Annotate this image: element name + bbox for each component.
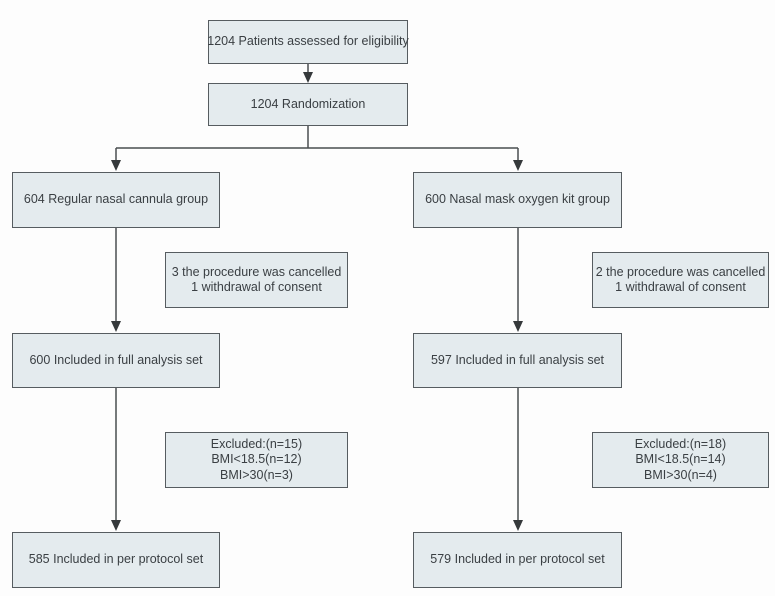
node-right-excluded-line-3: BMI>30(n=4) (644, 467, 717, 482)
node-nasal-mask-oxygen-kit-group: 600 Nasal mask oxygen kit group (413, 172, 622, 228)
node-right-excluded-line-1: Excluded:(n=18) (634, 436, 727, 451)
node-left-per-protocol-set-label: 585 Included in per protocol set (28, 552, 204, 567)
node-left-full-analysis-set: 600 Included in full analysis set (12, 333, 220, 388)
node-right-full-analysis-set-label: 597 Included in full analysis set (430, 352, 605, 367)
node-regular-nasal-cannula-group-label: 604 Regular nasal cannula group (23, 192, 209, 207)
node-left-dropout: 3 the procedure was cancelled 1 withdraw… (165, 252, 348, 308)
node-randomization-label: 1204 Randomization (250, 96, 366, 111)
node-left-excluded: Excluded:(n=15) BMI<18.5(n=12) BMI>30(n=… (165, 432, 348, 488)
node-left-per-protocol-set: 585 Included in per protocol set (12, 532, 220, 588)
node-randomization: 1204 Randomization (208, 83, 408, 126)
node-right-per-protocol-set: 579 Included in per protocol set (413, 532, 622, 588)
node-right-excluded-line-2: BMI<18.5(n=14) (635, 452, 726, 467)
arrowheads (111, 72, 523, 531)
node-regular-nasal-cannula-group: 604 Regular nasal cannula group (12, 172, 220, 228)
node-right-per-protocol-set-label: 579 Included in per protocol set (430, 552, 605, 567)
node-left-excluded-line-1: Excluded:(n=15) (210, 436, 303, 451)
node-eligibility-label: 1204 Patients assessed for eligibility (207, 34, 409, 49)
node-left-excluded-line-2: BMI<18.5(n=12) (211, 452, 302, 467)
node-left-dropout-line-1: 3 the procedure was cancelled (171, 264, 342, 279)
node-right-full-analysis-set: 597 Included in full analysis set (413, 333, 622, 388)
node-right-excluded: Excluded:(n=18) BMI<18.5(n=14) BMI>30(n=… (592, 432, 769, 488)
node-eligibility: 1204 Patients assessed for eligibility (207, 20, 409, 64)
node-right-dropout-line-2: 1 withdrawal of consent (615, 280, 746, 294)
node-nasal-mask-oxygen-kit-group-label: 600 Nasal mask oxygen kit group (425, 192, 610, 207)
node-left-dropout-line-2: 1 withdrawal of consent (191, 280, 322, 294)
node-right-dropout-line-1: 2 the procedure was cancelled (595, 264, 766, 279)
node-left-excluded-line-3: BMI>30(n=3) (220, 467, 293, 482)
node-right-dropout: 2 the procedure was cancelled 1 withdraw… (592, 252, 769, 308)
node-left-full-analysis-set-label: 600 Included in full analysis set (29, 352, 203, 367)
